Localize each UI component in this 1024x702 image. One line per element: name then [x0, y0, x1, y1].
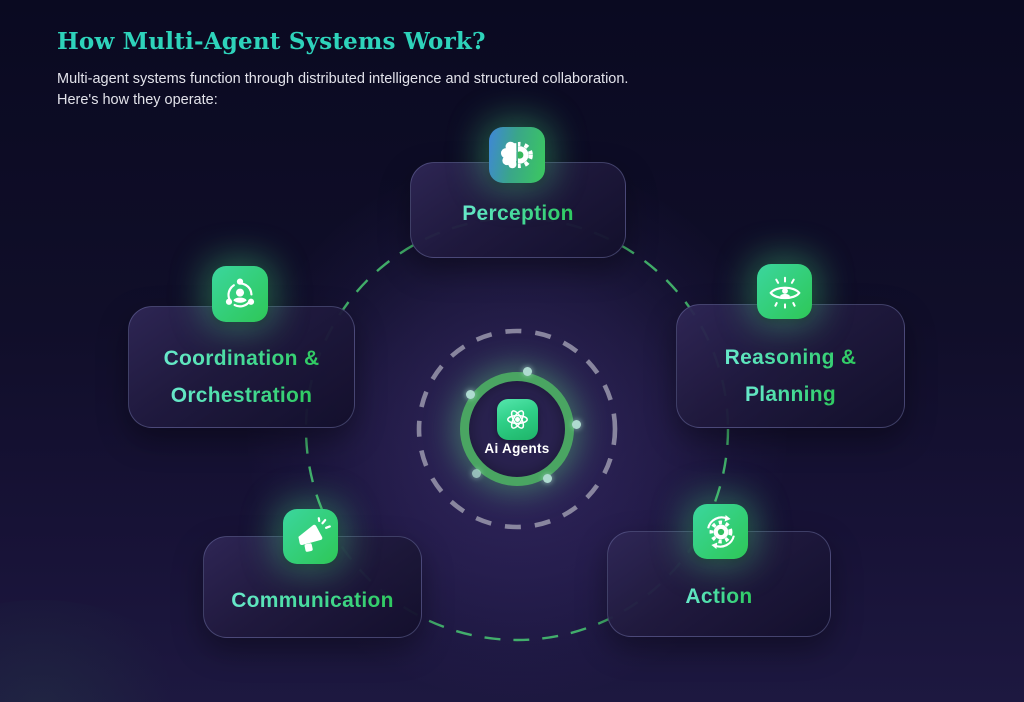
ring-dot — [472, 469, 481, 478]
header: How Multi-Agent Systems Work? Multi-agen… — [57, 28, 628, 111]
card-label: Perception — [462, 195, 574, 232]
eye-insight-icon — [768, 276, 801, 309]
ring-dot — [572, 420, 581, 429]
gear-sync-icon — [706, 514, 735, 549]
inner-dashed-circle-gray — [416, 328, 618, 530]
reasoning-tile — [757, 264, 812, 319]
communication-tile — [283, 509, 338, 564]
ring-dot — [543, 474, 552, 483]
atom-icon — [507, 410, 528, 429]
hub-label: Ai Agents — [484, 441, 550, 456]
megaphone-icon — [297, 516, 331, 552]
subtitle-line-1: Multi-agent systems function through dis… — [57, 71, 629, 87]
card-label-line2: Orchestration — [171, 377, 313, 414]
ring-dot — [523, 367, 532, 376]
brain-gear-icon — [500, 141, 533, 169]
ai-agents-tile — [497, 399, 538, 440]
card-label: Action — [685, 578, 752, 615]
action-tile — [693, 504, 748, 559]
card-label-line1: Reasoning & — [725, 339, 857, 376]
perception-tile — [489, 127, 545, 183]
coordination-tile — [212, 266, 268, 322]
card-label-line1: Coordination & — [164, 340, 320, 377]
user-network-icon — [225, 278, 255, 308]
page-title: How Multi-Agent Systems Work? — [57, 28, 486, 55]
card-coordination-orchestration: Coordination & Orchestration — [128, 306, 355, 428]
ring-dot — [466, 390, 475, 399]
subtitle-line-2: Here's how they operate: — [57, 92, 218, 108]
page-subtitle: Multi-agent systems function through dis… — [57, 69, 628, 111]
card-label-line2: Planning — [745, 376, 836, 413]
card-label: Communication — [231, 582, 394, 619]
card-reasoning-planning: Reasoning & Planning — [676, 304, 905, 428]
